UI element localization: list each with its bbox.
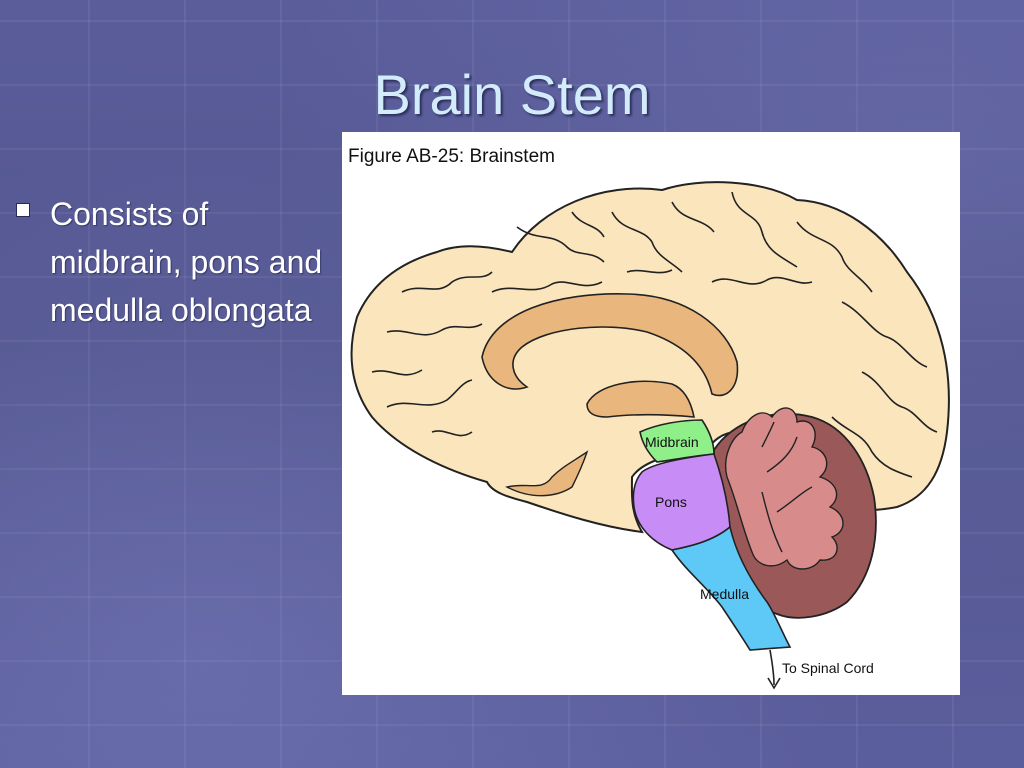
brainstem-figure: Figure AB-25: Brainstem	[342, 132, 960, 695]
label-spinal-cord: To Spinal Cord	[782, 660, 874, 676]
arbor-vitae	[725, 407, 844, 570]
spinal-cord-arrow	[769, 649, 775, 686]
medulla-region	[670, 525, 792, 651]
label-pons: Pons	[655, 494, 687, 510]
thalamus	[586, 380, 695, 418]
figure-caption: Figure AB-25: Brainstem	[348, 146, 555, 167]
slide-title: Brain Stem	[373, 63, 651, 126]
brain-sulci	[371, 191, 938, 478]
corpus-callosum	[481, 293, 739, 397]
square-bullet-icon	[16, 203, 30, 217]
arrow-head-icon	[767, 677, 781, 690]
label-medulla: Medulla	[700, 586, 749, 602]
bullet-list: Consists of midbrain, pons and medulla o…	[12, 190, 332, 334]
hypothalamus	[505, 450, 589, 497]
brain-illustration: Figure AB-25: Brainstem	[348, 146, 950, 690]
bullet-item: Consists of midbrain, pons and medulla o…	[12, 190, 332, 334]
label-midbrain: Midbrain	[645, 434, 699, 450]
bullet-text: Consists of midbrain, pons and medulla o…	[50, 196, 323, 328]
